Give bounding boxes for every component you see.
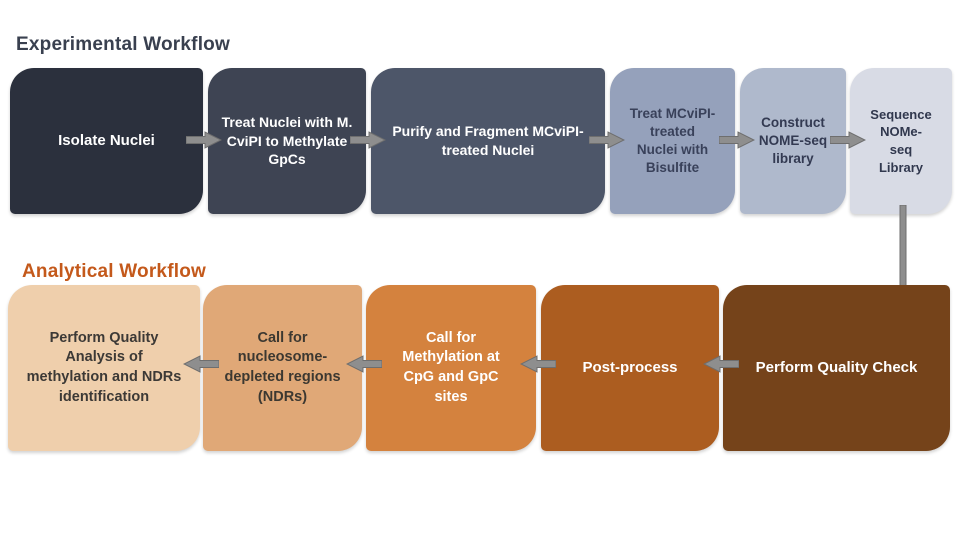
step-quality-check: Perform Quality Check xyxy=(723,285,950,451)
arrow-left-icon xyxy=(703,355,739,373)
analytical-workflow-heading: Analytical Workflow xyxy=(22,261,206,282)
experimental-workflow-heading: Experimental Workflow xyxy=(16,34,230,55)
step-label: Call for nucleosome-depleted regions (ND… xyxy=(224,329,341,405)
step-label: Construct NOME-seq library xyxy=(758,114,828,167)
arrow-right-icon xyxy=(350,131,386,149)
step-post-process: Post-process xyxy=(541,285,719,451)
step-label: Post-process xyxy=(582,358,678,376)
step-sequence-library: Sequence NOMe-seq Library xyxy=(850,68,952,214)
step-label: Sequence NOMe-seq Library xyxy=(870,106,932,175)
step-call-ndrs: Call for nucleosome-depleted regions (ND… xyxy=(203,285,362,451)
arrow-right-icon xyxy=(186,131,222,149)
step-treat-nuclei-mcvipi: Treat Nuclei with M. CviPI to Methylate … xyxy=(208,68,366,214)
step-quality-analysis-ndr: Perform Quality Analysis of methylation … xyxy=(8,285,200,451)
arrow-left-icon xyxy=(346,355,382,373)
step-construct-library: Construct NOME-seq library xyxy=(740,68,846,214)
arrow-left-icon xyxy=(183,355,219,373)
step-label: Call for Methylation at CpG and GpC site… xyxy=(402,329,500,405)
step-label: Perform Quality Check xyxy=(755,358,918,376)
arrow-right-icon xyxy=(719,131,755,149)
step-call-methylation: Call for Methylation at CpG and GpC site… xyxy=(366,285,536,451)
step-label: Isolate Nuclei xyxy=(58,131,155,149)
step-label: Treat MCviPI-treated Nuclei with Bisulfi… xyxy=(629,105,716,176)
arrow-left-icon xyxy=(520,355,556,373)
step-label: Treat Nuclei with M. CviPI to Methylate … xyxy=(221,113,353,168)
step-label: Purify and Fragment MCviPI-treated Nucle… xyxy=(392,123,584,158)
arrow-right-icon xyxy=(830,131,866,149)
arrow-right-icon xyxy=(589,131,625,149)
step-label: Perform Quality Analysis of methylation … xyxy=(26,329,182,405)
step-isolate-nuclei: Isolate Nuclei xyxy=(10,68,203,214)
step-purify-fragment: Purify and Fragment MCviPI-treated Nucle… xyxy=(371,68,605,214)
step-bisulfite-treatment: Treat MCviPI-treated Nuclei with Bisulfi… xyxy=(610,68,735,214)
